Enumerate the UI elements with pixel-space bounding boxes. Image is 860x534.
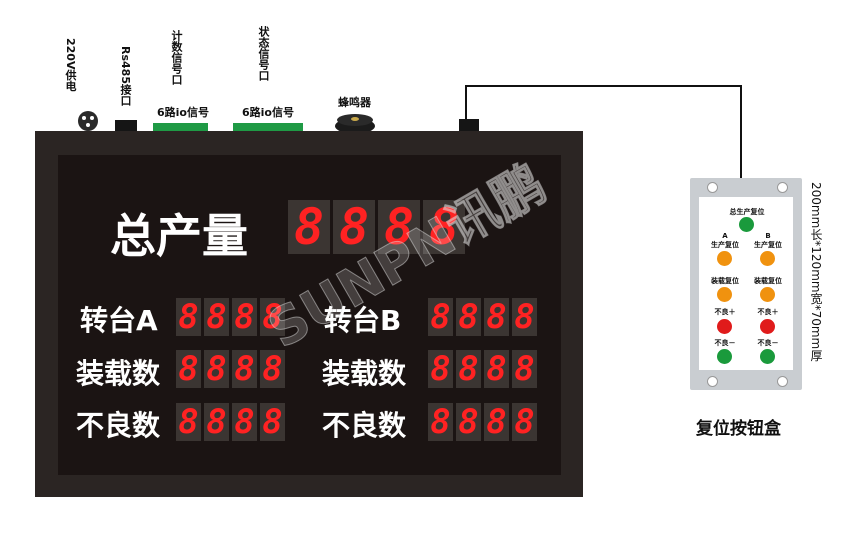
defect-plus-b-label: 不良＋ [757,308,779,316]
digit: 8 [176,297,201,337]
load-reset-b-label: 装载复位 [754,277,782,285]
button-box-title: 复位按钮盒 [696,419,781,439]
prod-reset-a-button[interactable] [717,251,732,266]
connection-cable [465,85,742,180]
digit: 8 [484,349,509,389]
rs485-label: Rs485接口 [119,46,132,106]
defect-minus-a-label: 不良－ [714,339,736,347]
load-count-b-label: 装载数 [322,357,407,390]
defect-minus-a-button[interactable] [717,349,732,364]
turntable-a-label: 转台A [80,304,158,337]
digit: 8 [260,402,285,442]
digit: 8 [260,349,285,389]
col-a-label: A [722,232,728,240]
status-signal-sublabel: 6路io信号 [242,106,294,119]
load-count-a-label: 装载数 [76,357,161,390]
digit: 8 [484,297,509,337]
defect-plus-a-button[interactable] [717,319,732,334]
digit: 8 [512,349,537,389]
status-signal-terminal [233,123,303,131]
digit: 8 [204,402,229,442]
cable-port-icon [459,119,479,132]
digit: 8 [176,349,201,389]
buzzer-label: 蜂鸣器 [338,96,371,109]
defect-plus-b-button[interactable] [760,319,775,334]
digit: 8 [204,297,229,337]
screw-icon [777,182,788,193]
digit: 8 [456,402,481,442]
power-label: 220V供电 [64,38,77,92]
box-dimension-label: 200mm长*120mm宽*70mm厚 [809,182,823,362]
total-output-label: 总产量 [110,209,248,263]
screw-icon [777,376,788,387]
screw-icon [707,182,718,193]
defect-count-b-label: 不良数 [322,409,407,442]
digit: 8 [333,198,375,256]
prod-reset-b-button[interactable] [760,251,775,266]
digit: 8 [423,198,465,256]
digit: 8 [512,297,537,337]
col-b-label: B [765,232,771,240]
screw-icon [707,376,718,387]
defect-plus-a-label: 不良＋ [714,308,736,316]
digit: 8 [428,297,453,337]
digit: 8 [288,198,330,256]
status-signal-label: 状态信号口 [257,26,270,81]
count-signal-terminal [153,123,208,131]
load-reset-a-label: 装载复位 [711,277,739,285]
digit: 8 [484,402,509,442]
digit: 8 [428,402,453,442]
rs485-port-icon [115,120,137,132]
defect-minus-b-label: 不良－ [757,339,779,347]
digit: 8 [512,402,537,442]
total-reset-label: 总生产复位 [729,208,765,216]
prod-reset-a-label: 生产复位 [711,241,739,249]
power-socket-icon [78,111,98,131]
turntable-b-label: 转台B [324,304,402,337]
total-reset-button[interactable] [739,217,754,232]
count-signal-label: 计数信号口 [170,30,183,85]
digit: 8 [428,349,453,389]
digit: 8 [204,349,229,389]
defect-minus-b-button[interactable] [760,349,775,364]
digit: 8 [232,349,257,389]
load-reset-b-button[interactable] [760,287,775,302]
digit: 8 [378,198,420,256]
digit: 8 [456,297,481,337]
digit: 8 [232,297,257,337]
defect-count-a-label: 不良数 [76,409,161,442]
count-signal-sublabel: 6路io信号 [157,106,209,119]
digit: 8 [232,402,257,442]
load-reset-a-button[interactable] [717,287,732,302]
digit: 8 [176,402,201,442]
digit: 8 [260,297,285,337]
digit: 8 [456,349,481,389]
prod-reset-b-label: 生产复位 [754,241,782,249]
